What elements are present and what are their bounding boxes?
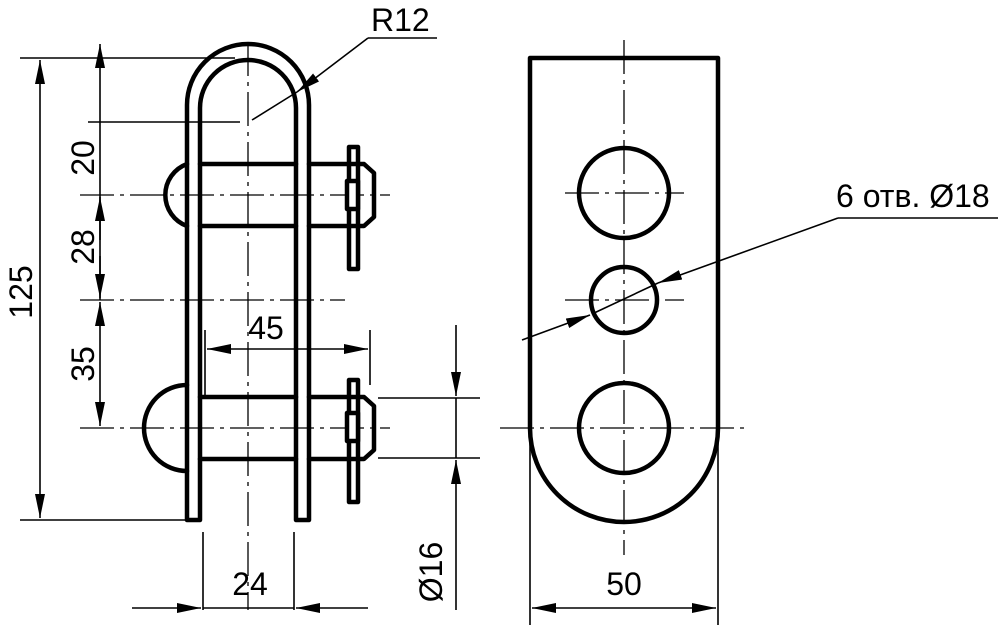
- dim-pin-diameter: Ø16: [413, 542, 449, 602]
- front-view: 125 20 28 35 45 24 Ø16 R12: [3, 2, 480, 613]
- plate-outline: [527, 55, 721, 525]
- upper-pin-head: [163, 161, 190, 229]
- dim-radius: R12: [371, 2, 430, 38]
- lower-pin-head: [141, 382, 190, 474]
- lower-cotter-slot: [344, 410, 361, 444]
- lower-pin: [197, 394, 377, 462]
- lower-hole: [576, 380, 672, 476]
- dim-spacing-mid: 28: [65, 229, 101, 265]
- dim-holes: 6 отв. Ø18: [836, 178, 990, 214]
- upper-cotter-slot: [344, 178, 361, 212]
- side-view: 50 6 отв. Ø18: [500, 40, 998, 625]
- u-strap: [184, 41, 312, 523]
- dim-plate-width: 50: [606, 566, 642, 602]
- dim-spacing-bottom: 35: [65, 346, 101, 382]
- upper-pin: [197, 161, 377, 229]
- upper-hole: [576, 145, 672, 241]
- dim-total-height: 125: [3, 265, 39, 318]
- middle-hole: [588, 264, 660, 336]
- dim-pin-length: 45: [248, 310, 284, 346]
- dim-spacing-top: 20: [65, 140, 101, 176]
- dim-inner-width: 24: [232, 566, 268, 602]
